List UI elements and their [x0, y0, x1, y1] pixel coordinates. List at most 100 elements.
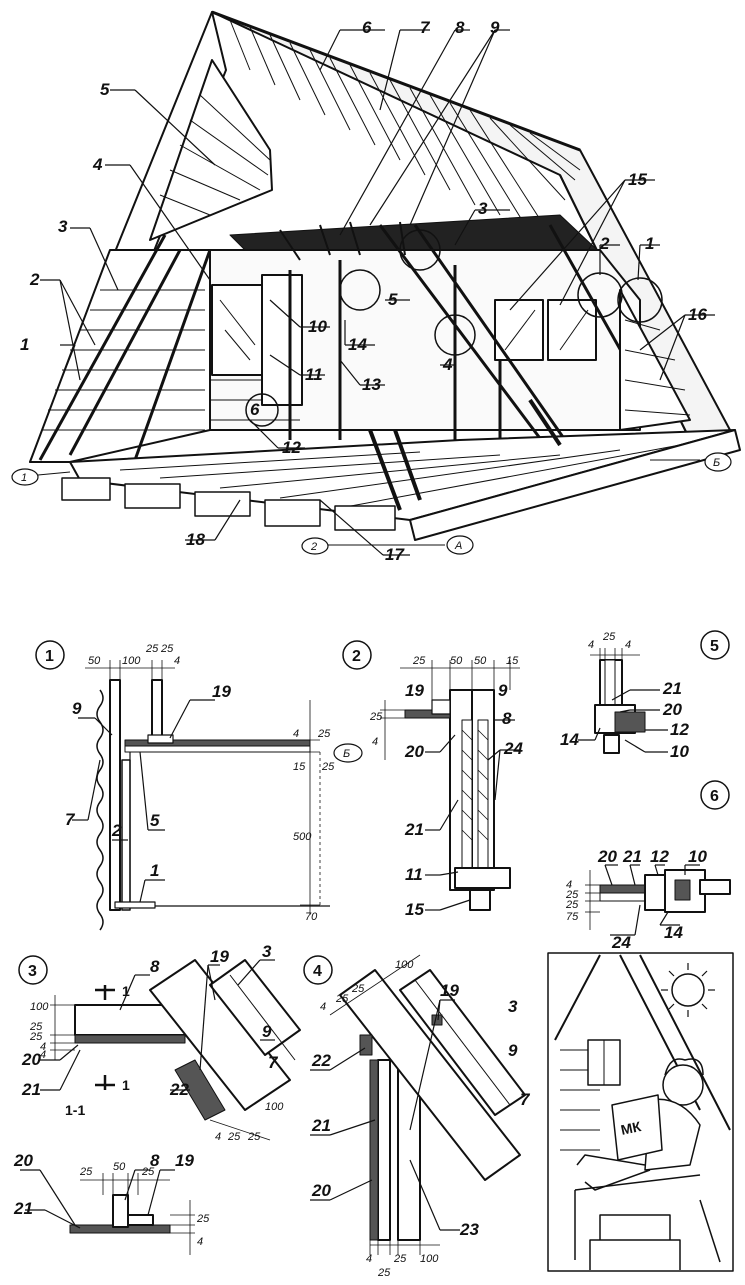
callout-1: 1	[20, 335, 29, 354]
detail-3-drawing	[18, 955, 301, 1255]
axis-a: А	[454, 540, 462, 552]
d3-cut-label: 1-1	[65, 1102, 85, 1118]
detail-1-number: 1	[45, 648, 54, 665]
d1-label-19: 19	[212, 682, 231, 701]
d3-dim-25a: 25	[29, 1021, 43, 1033]
callout-2: 2	[29, 270, 40, 289]
d3s-dim-r25: 25	[196, 1213, 210, 1225]
d4-label-23: 23	[459, 1220, 479, 1239]
d6-label-14: 14	[664, 923, 683, 942]
d6-label-21: 21	[622, 847, 642, 866]
d2-label-20: 20	[404, 742, 424, 761]
d2-label-24: 24	[503, 739, 523, 758]
callout-14: 14	[348, 335, 367, 354]
d5-dim-4b: 4	[625, 639, 631, 651]
detail-1-drawing	[35, 640, 363, 931]
d6-dim-25b: 25	[565, 899, 579, 911]
marker-6: 6	[250, 400, 260, 419]
d3s-dim-r4: 4	[197, 1236, 203, 1248]
d2-dim-15: 15	[506, 655, 519, 667]
d3s-label-19: 19	[175, 1151, 194, 1170]
detail-3-number: 3	[28, 963, 37, 980]
d1-dim-100: 100	[122, 655, 141, 667]
d4-dim-25a: 25	[335, 993, 349, 1005]
d6-dim-25a: 25	[565, 889, 579, 901]
callout-8: 8	[455, 18, 465, 37]
detail-6-number: 6	[710, 788, 719, 805]
d6-dim-4: 4	[566, 879, 572, 891]
d1-dim-25b: 25	[160, 643, 174, 655]
d2-label-15: 15	[405, 900, 424, 919]
detail-labels: 1 50 100 25 25 4 4 25 15 25 500 70 9 19 …	[13, 631, 719, 1279]
callout-1-right: 1	[645, 234, 654, 253]
d3-label-9: 9	[262, 1022, 272, 1041]
d3s-label-21: 21	[13, 1199, 33, 1218]
d4-dim-b25b: 25	[393, 1253, 407, 1265]
d1-dim-r25b: 25	[321, 761, 335, 773]
d2-dim-50b: 50	[474, 655, 487, 667]
d3-dim-r4: 4	[215, 1131, 221, 1143]
d5-dim-25: 25	[602, 631, 616, 643]
d1-dim-4: 4	[174, 655, 180, 667]
detail-4-drawing	[303, 954, 526, 1255]
d4-dim-b25a: 25	[377, 1267, 391, 1279]
d4-label-20: 20	[311, 1181, 331, 1200]
d3-dim-4a: 4	[40, 1041, 46, 1053]
d1-dim-r4: 4	[293, 728, 299, 740]
overview-labels: 1 2 3 4 5 6 7 8 9 10 11 12 13 14 15 16 1…	[20, 18, 720, 564]
d3-dim-4b: 4	[40, 1049, 46, 1061]
d1-dim-70: 70	[305, 911, 318, 923]
detail-5-number: 5	[710, 638, 719, 655]
d3-dim-r100: 100	[265, 1101, 284, 1113]
d3-label-20: 20	[21, 1050, 41, 1069]
d5-label-21: 21	[662, 679, 682, 698]
d6-label-12: 12	[650, 847, 669, 866]
d3-label-21: 21	[21, 1080, 41, 1099]
d3-dim-r25b: 25	[247, 1131, 261, 1143]
d3s-label-8: 8	[150, 1151, 160, 1170]
callout-9: 9	[490, 18, 500, 37]
callout-11: 11	[305, 365, 323, 384]
callout-15: 15	[628, 170, 647, 189]
callout-16: 16	[688, 305, 707, 324]
d3-dim-100: 100	[30, 1001, 49, 1013]
d4-label-22: 22	[311, 1051, 331, 1070]
d1-section-mark: Б	[343, 748, 350, 760]
callout-7: 7	[420, 18, 431, 37]
callout-4: 4	[92, 155, 103, 174]
d2-dim-l4: 4	[372, 736, 378, 748]
callout-6: 6	[362, 18, 372, 37]
d4-dim-100: 100	[395, 959, 414, 971]
d6-label-20: 20	[597, 847, 617, 866]
callout-12: 12	[282, 438, 301, 457]
axis-2: 2	[310, 541, 317, 553]
d1-label-9: 9	[72, 699, 82, 718]
callout-10: 10	[308, 317, 327, 336]
d3s-dim-50: 50	[113, 1161, 126, 1173]
d4-dim-4: 4	[320, 1001, 326, 1013]
d3-label-22: 22	[169, 1080, 189, 1099]
d1-dim-500: 500	[293, 831, 312, 843]
d4-dim-25b: 25	[351, 983, 365, 995]
d6-label-10: 10	[688, 847, 707, 866]
detail-6-drawing	[585, 780, 731, 936]
d3-label-7: 7	[268, 1053, 279, 1072]
d4-label-7: 7	[520, 1090, 531, 1109]
d4-label-9: 9	[508, 1041, 518, 1060]
d2-label-8: 8	[502, 709, 512, 728]
magazine-title: МК	[619, 1118, 643, 1138]
callout-5: 5	[100, 80, 110, 99]
callout-2-right: 2	[599, 234, 610, 253]
d3s-dim-25b: 25	[141, 1166, 155, 1178]
callout-17: 17	[385, 545, 405, 564]
callout-3: 3	[58, 217, 68, 236]
d1-label-1: 1	[150, 861, 159, 880]
marker-5: 5	[388, 290, 398, 309]
d5-label-12: 12	[670, 720, 689, 739]
callout-18: 18	[186, 530, 205, 549]
axis-b: Б	[713, 457, 720, 469]
d1-label-5: 5	[150, 811, 160, 830]
d1-dim-r25: 25	[317, 728, 331, 740]
marker-4: 4	[442, 355, 453, 374]
